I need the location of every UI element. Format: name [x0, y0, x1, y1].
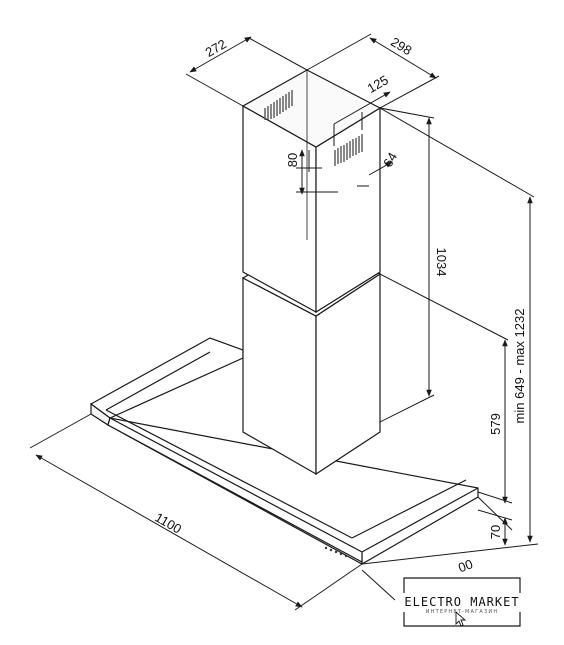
- logo-brand: ELECTRO MARKET: [404, 595, 519, 609]
- electro-market-logo: ELECTRO MARKET ИНТЕРНЕТ-МАГАЗИН: [403, 577, 521, 627]
- label-total-height: min 649 - max 1232: [512, 309, 527, 424]
- label-chimney-depth: 298: [388, 34, 414, 58]
- label-hood-depth: 00: [456, 556, 475, 575]
- label-chimney-width: 272: [203, 36, 229, 60]
- label-hood-height: 70: [488, 525, 503, 539]
- logo-tagline: ИНТЕРНЕТ-МАГАЗИН: [426, 609, 499, 615]
- control-buttons: [324, 546, 348, 558]
- dimension-lines: [29, 33, 539, 611]
- label-outlet-height: 80: [285, 153, 300, 167]
- label-outlet-offset: 64: [380, 150, 400, 170]
- label-lower-height: 579: [488, 413, 503, 435]
- vent-grille-right: [334, 134, 363, 166]
- label-hood-width: 1100: [152, 510, 184, 537]
- cursor-icon: [455, 610, 467, 627]
- label-chimney-height: 1034: [434, 248, 449, 277]
- vent-grille-left: [264, 90, 293, 120]
- upper-chimney: [241, 69, 382, 314]
- label-outlet-width: 125: [365, 72, 391, 96]
